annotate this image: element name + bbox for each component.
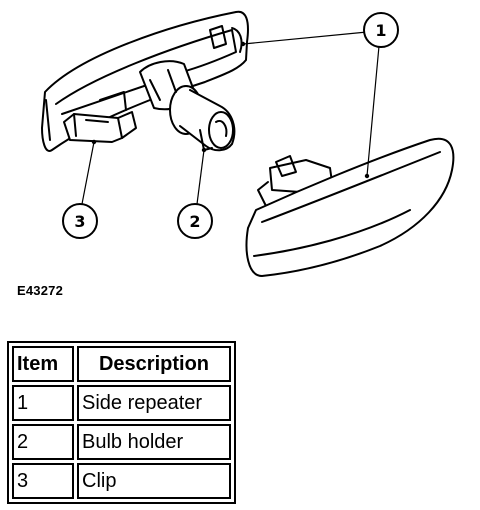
legend-header-item: Item <box>12 346 74 382</box>
legend-item-number: 3 <box>12 463 74 499</box>
legend-table: Item Description 1 Side repeater 2 Bulb … <box>7 341 236 504</box>
legend-item-description: Side repeater <box>77 385 231 421</box>
side-repeater-lens <box>245 137 455 277</box>
legend-item-description: Clip <box>77 463 231 499</box>
callout-2-label: 2 <box>189 212 200 231</box>
table-row: 3 Clip <box>12 463 231 499</box>
legend-header-row: Item Description <box>12 346 231 382</box>
table-row: 2 Bulb holder <box>12 424 231 460</box>
callout-1: 1 <box>363 12 399 48</box>
bulb-holder <box>139 60 236 152</box>
leader-lines <box>81 31 380 205</box>
clip <box>63 111 137 143</box>
legend-header-description: Description <box>77 346 231 382</box>
callout-2: 2 <box>177 203 213 239</box>
side-repeater-illustration: 1 2 3 <box>41 10 455 277</box>
callout-3-label: 3 <box>74 212 85 231</box>
legend-item-number: 2 <box>12 424 74 460</box>
legend-item-description: Bulb holder <box>77 424 231 460</box>
figure-id: E43272 <box>17 283 64 298</box>
callout-1-label: 1 <box>375 21 386 40</box>
callout-3: 3 <box>62 203 98 239</box>
table-row: 1 Side repeater <box>12 385 231 421</box>
legend-item-number: 1 <box>12 385 74 421</box>
